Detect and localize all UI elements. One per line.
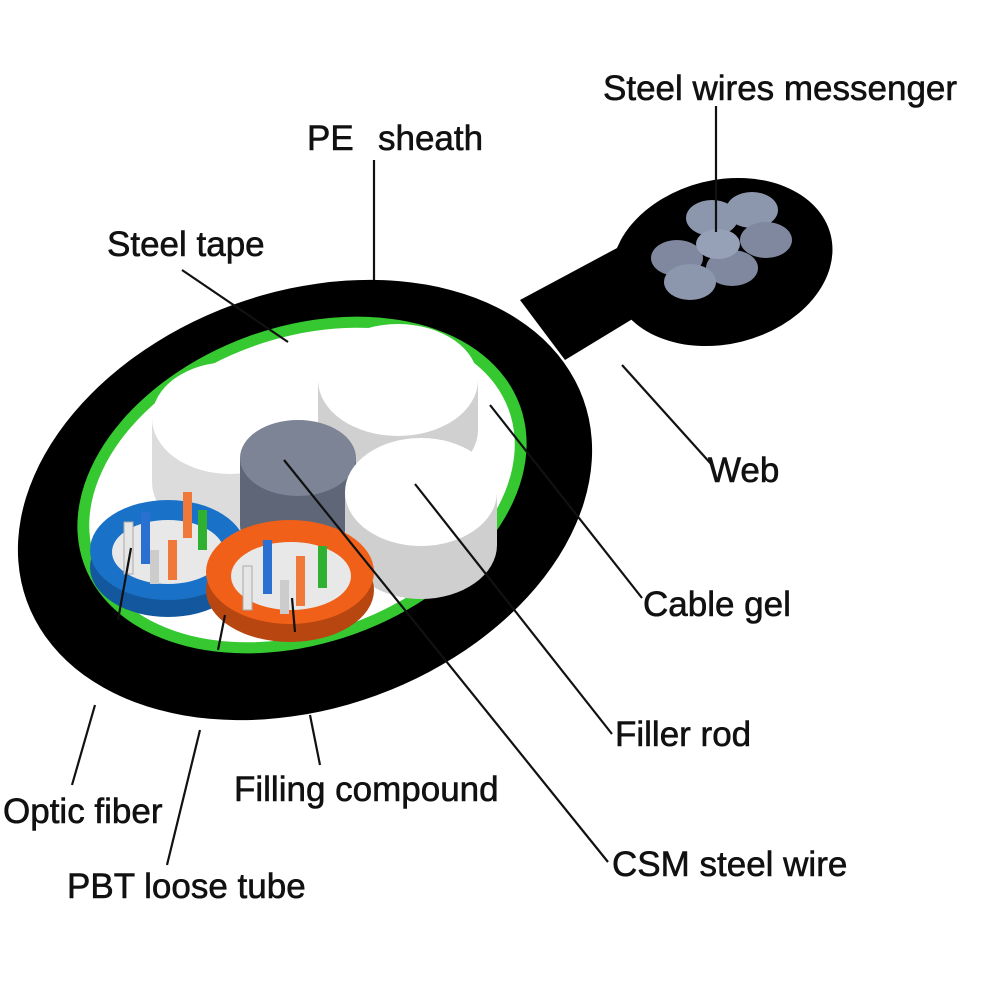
label-optic-fiber: Optic fiber	[3, 792, 163, 831]
leader-web	[621, 364, 713, 466]
optic-fiber	[263, 540, 272, 594]
steel-wires-bundle	[651, 192, 792, 300]
leader-filling-compound	[308, 714, 322, 766]
optic-fiber	[242, 565, 253, 611]
optic-fiber	[150, 550, 159, 584]
leader-pbt-loose-tube-upper	[216, 614, 227, 651]
optic-fiber	[123, 521, 134, 575]
optic-fiber	[141, 512, 150, 564]
optic-fiber	[296, 556, 305, 606]
label-web: Web	[708, 451, 779, 490]
label-csm-steel-wire: CSM steel wire	[612, 845, 847, 884]
leader-optic-fiber-upper	[116, 547, 133, 621]
label-steel-wires-messenger: Steel wires messenger	[603, 69, 957, 108]
optic-fiber	[318, 546, 327, 588]
leader-filler-rod	[414, 483, 613, 735]
filler-rod	[345, 438, 497, 599]
optic-fiber	[168, 540, 177, 580]
leader-pbt-loose-tube-lower	[165, 729, 202, 866]
messenger-wire	[706, 250, 758, 286]
label-pbt-loose-tube: PBT loose tube	[67, 867, 306, 906]
pbt-loose-tube-orange	[206, 520, 374, 642]
leader-steel-tape	[181, 269, 289, 343]
leader-csm-steel-wire	[283, 459, 609, 863]
optic-fiber	[198, 510, 207, 550]
label-pe-sheath-word: sheath	[378, 119, 483, 158]
messenger-wire	[740, 222, 792, 258]
label-pe-sheath-pe: PE	[307, 119, 354, 158]
optic-fiber	[183, 492, 192, 538]
label-filler-rod: Filler rod	[615, 715, 751, 754]
leader-cable-gel	[489, 404, 643, 599]
label-filling-compound: Filling compound	[234, 770, 499, 809]
label-steel-tape: Steel tape	[107, 225, 265, 264]
messenger-wire	[686, 200, 738, 236]
messenger-wire	[664, 264, 716, 300]
label-cable-gel: Cable gel	[643, 585, 791, 624]
leader-optic-fiber-lower	[70, 704, 97, 786]
messenger-wire	[696, 229, 740, 259]
leader-lines	[70, 106, 718, 866]
optic-fiber	[280, 580, 289, 614]
leader-optic-fiber-b	[290, 597, 297, 633]
messenger-wire	[726, 192, 778, 228]
